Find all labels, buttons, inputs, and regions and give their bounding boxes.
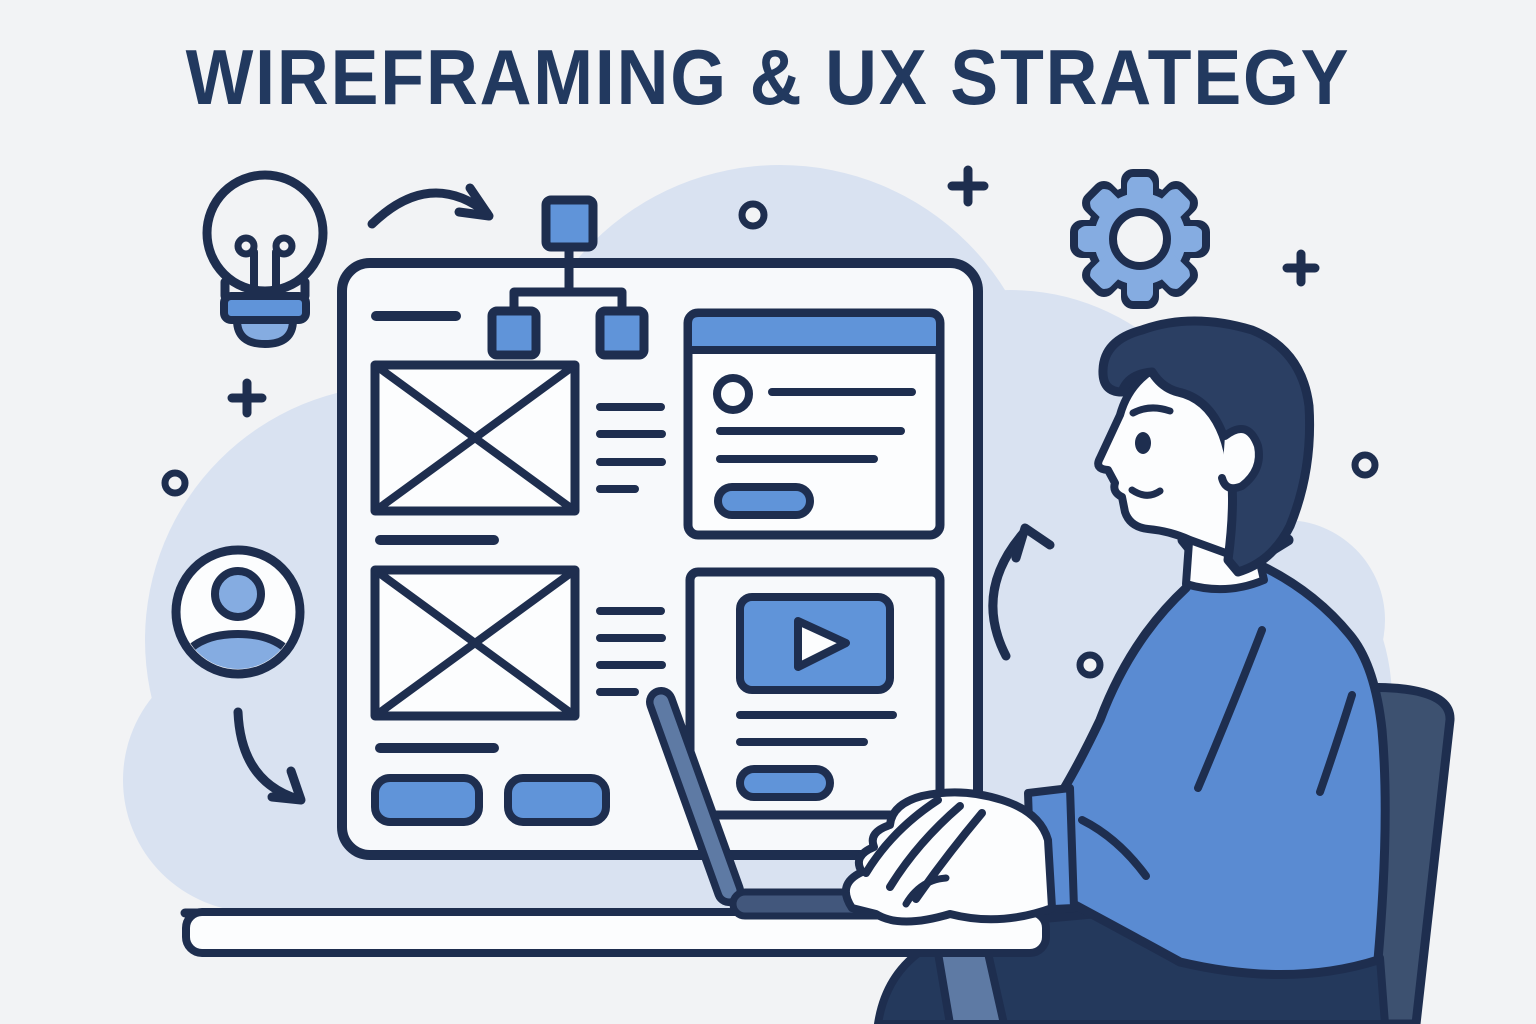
dot-mark [738, 200, 768, 230]
sitemap-flowchart [487, 195, 649, 360]
dot-mark [1351, 451, 1379, 479]
lightbulb-icon [202, 170, 328, 348]
video-card [685, 567, 945, 820]
avatar-head [211, 567, 265, 621]
hair [1098, 316, 1315, 577]
button-placeholder [504, 774, 610, 826]
browser-card [683, 308, 945, 540]
text-lines [596, 403, 666, 493]
sitemap-node [487, 306, 541, 360]
sitemap-node [595, 306, 649, 360]
eye [1135, 432, 1151, 454]
thumb [902, 874, 950, 908]
sweater-folds [1078, 626, 1356, 880]
curved-arrows [233, 183, 1055, 805]
laptop-screen [653, 694, 737, 899]
mouth [1128, 486, 1164, 499]
eyebrow [1129, 404, 1174, 417]
person [1025, 316, 1390, 980]
play-icon [794, 617, 850, 671]
dot-mark [1076, 651, 1104, 679]
card-header-bar [684, 309, 944, 354]
desk [182, 908, 1050, 1024]
typing-hand [841, 784, 1078, 926]
curved-arrow [367, 188, 492, 229]
desk-leg [934, 949, 1008, 1024]
page-title: WIREFRAMING & UX STRATEGY [186, 33, 1351, 120]
text-lines [596, 607, 666, 696]
plus-mark [227, 378, 267, 418]
curved-arrow [988, 525, 1031, 661]
desk-top [182, 908, 1050, 957]
pill-button [714, 483, 814, 519]
image-placeholder [370, 360, 580, 516]
ear [1218, 424, 1263, 493]
wireframe-panel [337, 195, 983, 860]
dot-mark [161, 469, 189, 497]
plus-mark [947, 165, 989, 207]
plus-marks [227, 165, 1320, 418]
sitemap-node [541, 195, 598, 252]
button-placeholder [371, 774, 483, 826]
plus-mark [1282, 249, 1320, 287]
filament [250, 248, 280, 297]
image-placeholder [370, 565, 580, 721]
pill-button [736, 765, 834, 801]
dot-marks [161, 200, 1379, 679]
gear-icon [1070, 169, 1210, 309]
bullet-circle [713, 374, 753, 414]
